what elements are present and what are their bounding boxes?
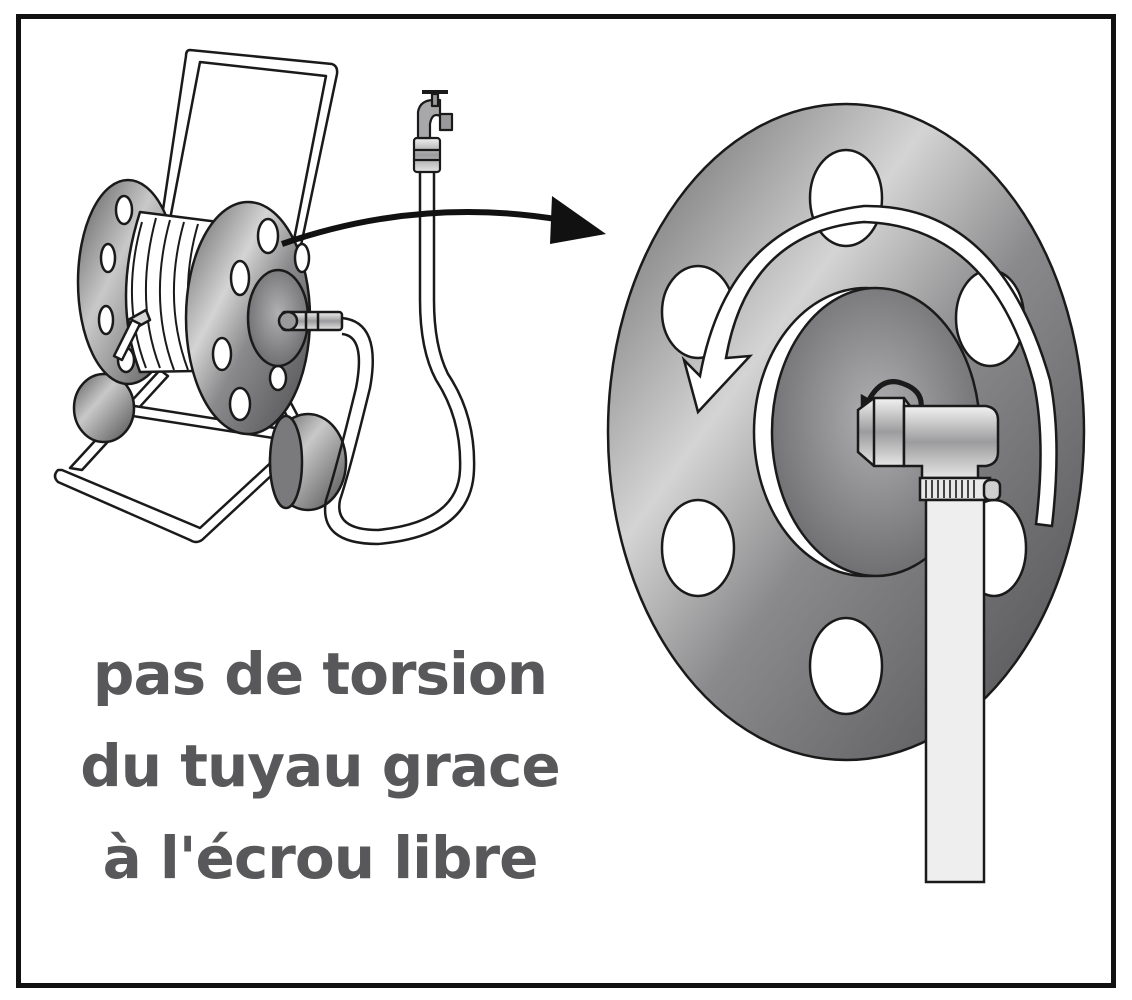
caption-line-1: pas de torsion — [92, 640, 548, 708]
caption-line-2: du tuyau grace — [80, 732, 560, 800]
disc-hole — [660, 498, 736, 598]
left-wheel — [72, 372, 136, 444]
cart-base-frame — [53, 454, 288, 544]
caption-text: pas de torsion du tuyau grace à l'écrou … — [60, 628, 580, 904]
hose-clamp — [918, 476, 992, 502]
cart-handle — [158, 48, 339, 252]
detail-pointer-arrow — [281, 196, 606, 247]
elbow-fitting — [902, 404, 1000, 480]
small-rotation-icon — [863, 379, 924, 415]
garden-hose — [323, 172, 476, 546]
hose-reel-cart — [53, 48, 348, 544]
water-tap-icon — [412, 90, 454, 174]
disc-hole — [808, 616, 884, 716]
rotation-arrow-icon — [681, 204, 1058, 528]
reel-disc-detail — [606, 102, 1086, 884]
caption-line-3: à l'écrou libre — [102, 824, 539, 892]
detail-hose — [924, 498, 986, 884]
